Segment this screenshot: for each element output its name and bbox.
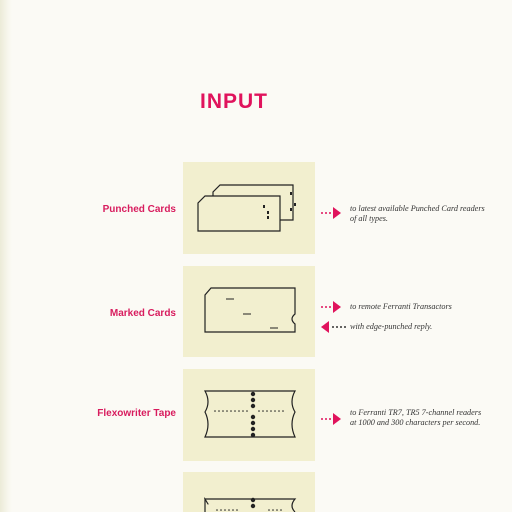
punched-cards-panel: [183, 162, 315, 254]
tape-panel-partial: [183, 472, 315, 512]
row-label-flexowriter-tape: Flexowriter Tape: [97, 408, 176, 419]
flexowriter-tape-note: to Ferranti TR7, TR5 7-channel readers a…: [350, 408, 481, 427]
row-label-punched-cards: Punched Cards: [102, 204, 176, 215]
paper-tape-icon: [203, 390, 297, 438]
paper-tape-icon: [203, 496, 297, 512]
punched-cards-icon: [197, 184, 296, 232]
row-label-marked-cards: Marked Cards: [109, 308, 176, 319]
page-title: INPUT: [200, 90, 268, 113]
arrow-right-icon: [321, 413, 341, 425]
arrow-right-icon: [321, 301, 341, 313]
page-edge-shadow: [0, 0, 12, 512]
flexowriter-tape-panel: [183, 369, 315, 461]
punched-cards-note: to latest available Punched Card readers…: [350, 204, 485, 223]
arrow-right-icon: [321, 207, 341, 219]
note-line: at 1000 and 300 characters per second.: [350, 417, 481, 427]
marked-cards-panel: [183, 266, 315, 357]
note-line: to latest available Punched Card readers: [350, 204, 485, 213]
arrow-left-icon: [321, 321, 346, 333]
marked-cards-note-out: to remote Ferranti Transactors: [350, 302, 452, 311]
marked-cards-note-in: with edge-punched reply.: [350, 322, 433, 331]
note-line: to Ferranti TR7, TR5 7-channel readers: [350, 408, 482, 417]
marked-card-icon: [204, 287, 296, 333]
note-line: of all types.: [350, 213, 388, 223]
